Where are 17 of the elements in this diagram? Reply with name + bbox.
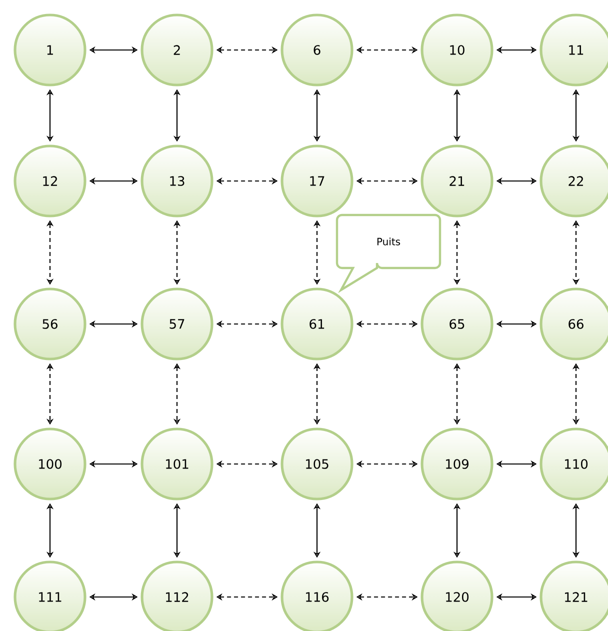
circle-node: 10 [420,14,494,86]
circle-node: 12 [14,144,86,218]
circle-node: 21 [420,144,494,218]
circle-node: 13 [140,144,214,218]
circle-node: 1 [14,14,86,86]
circle-node: 6 [280,14,354,86]
circle-node: 57 [140,288,214,360]
circle-node: 17 [280,144,354,218]
circle-node: 2 [140,14,214,86]
callout-bubble: Puits [336,214,442,292]
circle-node: 61 [280,288,354,360]
circle-node: 65 [420,288,494,360]
circle-node: 109 [420,428,494,500]
circle-node: 100 [14,428,86,500]
circle-node: 101 [140,428,214,500]
circle-node: 56 [14,288,86,360]
circle-node: 105 [280,428,354,500]
